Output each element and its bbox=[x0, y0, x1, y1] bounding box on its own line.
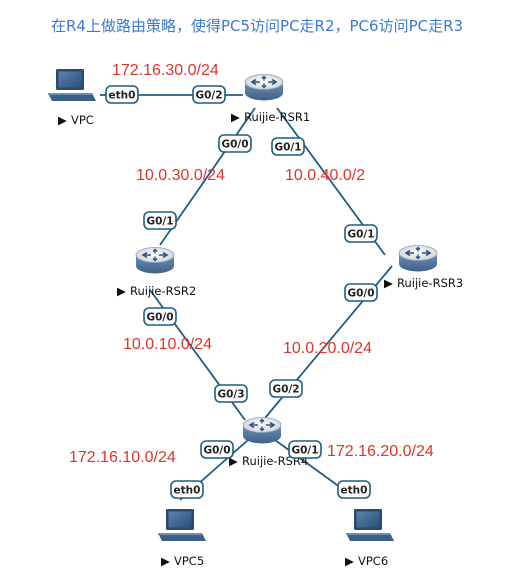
subnet-rsr1-rsr2: 10.0.30.0/24 bbox=[136, 167, 225, 184]
port-rsr2-g01[interactable]: G0/1 bbox=[143, 211, 177, 230]
device-vpc5[interactable]: ▶ VPC5 bbox=[158, 509, 206, 568]
port-rsr4-g03[interactable]: G0/3 bbox=[214, 384, 248, 403]
svg-text:G0/2: G0/2 bbox=[195, 90, 222, 102]
device-vpc[interactable]: ▶ VPC bbox=[48, 69, 96, 127]
play-triangle-icon: ▶ bbox=[229, 454, 238, 468]
device-rsr3[interactable]: ▶ Ruijie-RSR3 bbox=[384, 244, 463, 291]
pc-icon bbox=[48, 69, 96, 101]
svg-text:eth0: eth0 bbox=[174, 485, 201, 497]
svg-text:G0/1: G0/1 bbox=[291, 445, 318, 457]
port-vpc5-eth0[interactable]: eth0 bbox=[170, 480, 204, 499]
router-icon bbox=[135, 246, 175, 275]
port-rsr1-g00[interactable]: G0/0 bbox=[218, 134, 252, 153]
svg-text:G0/3: G0/3 bbox=[217, 389, 244, 401]
play-triangle-icon: ▶ bbox=[161, 554, 170, 568]
device-label: VPC bbox=[71, 113, 94, 127]
device-rsr1[interactable]: ▶ Ruijie-RSR1 bbox=[231, 73, 310, 125]
svg-text:G0/0: G0/0 bbox=[203, 445, 230, 457]
svg-text:G0/0: G0/0 bbox=[221, 139, 248, 151]
router-icon bbox=[244, 73, 284, 102]
svg-text:G0/1: G0/1 bbox=[347, 229, 374, 241]
device-label: Ruijie-RSR1 bbox=[244, 110, 310, 124]
device-label: VPC6 bbox=[358, 554, 388, 568]
svg-text:eth0: eth0 bbox=[341, 485, 368, 497]
subnet-vpc-rsr1: 172.16.30.0/24 bbox=[112, 62, 219, 79]
port-vpc-eth0[interactable]: eth0 bbox=[105, 85, 139, 104]
svg-text:eth0: eth0 bbox=[109, 90, 136, 102]
play-triangle-icon: ▶ bbox=[58, 113, 67, 127]
port-rsr2-g00[interactable]: G0/0 bbox=[143, 307, 177, 326]
pc-icon bbox=[158, 509, 206, 541]
play-triangle-icon: ▶ bbox=[345, 554, 354, 568]
pc-icon bbox=[346, 509, 394, 541]
subnet-rsr4-vpc5: 172.16.10.0/24 bbox=[69, 449, 176, 466]
svg-text:G0/0: G0/0 bbox=[146, 312, 173, 324]
subnet-rsr4-vpc6: 172.16.20.0/24 bbox=[327, 443, 434, 460]
port-rsr1-g02[interactable]: G0/2 bbox=[192, 85, 226, 104]
device-label: Ruijie-RSR3 bbox=[397, 276, 463, 290]
router-icon bbox=[398, 244, 438, 273]
play-triangle-icon: ▶ bbox=[231, 110, 240, 124]
port-rsr4-g00[interactable]: G0/0 bbox=[200, 440, 234, 459]
svg-text:G0/1: G0/1 bbox=[146, 216, 173, 228]
port-rsr1-g01[interactable]: G0/1 bbox=[271, 137, 305, 156]
port-rsr4-g02[interactable]: G0/2 bbox=[269, 379, 303, 398]
play-triangle-icon: ▶ bbox=[117, 284, 126, 298]
subnet-rsr1-rsr3: 10.0.40.0/2 bbox=[285, 167, 365, 184]
port-rsr3-g00[interactable]: G0/0 bbox=[344, 283, 378, 302]
play-triangle-icon: ▶ bbox=[384, 276, 393, 290]
subnet-rsr3-rsr4: 10.0.20.0/24 bbox=[283, 340, 372, 357]
device-vpc6[interactable]: ▶ VPC6 bbox=[345, 509, 394, 568]
svg-text:G0/0: G0/0 bbox=[347, 288, 374, 300]
port-rsr4-g01[interactable]: G0/1 bbox=[288, 440, 322, 459]
svg-text:G0/1: G0/1 bbox=[274, 142, 301, 154]
port-rsr3-g01[interactable]: G0/1 bbox=[344, 224, 378, 243]
device-label: VPC5 bbox=[174, 554, 204, 568]
svg-text:G0/2: G0/2 bbox=[272, 384, 299, 396]
port-vpc6-eth0[interactable]: eth0 bbox=[337, 480, 371, 499]
router-icon bbox=[242, 416, 282, 445]
device-rsr2[interactable]: ▶ Ruijie-RSR2 bbox=[117, 246, 196, 299]
diagram-title: 在R4上做路由策略，使得PC5访问PC走R2，PC6访问PC走R3 bbox=[51, 17, 463, 35]
subnet-rsr2-rsr4: 10.0.10.0/24 bbox=[123, 336, 212, 353]
device-label: Ruijie-RSR2 bbox=[130, 284, 196, 298]
